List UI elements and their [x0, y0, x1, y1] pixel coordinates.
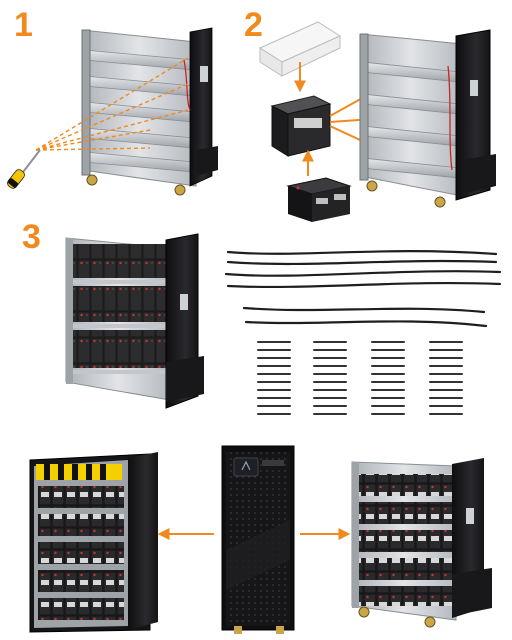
battery-pair-icon: [286, 177, 352, 222]
screw-guide-lines: [35, 57, 189, 151]
empty-battery-rack: [81, 27, 218, 196]
screwdriver-icon: [7, 149, 41, 189]
step-number-1: 1: [14, 6, 33, 44]
cable-icon: [224, 250, 502, 328]
ups-cabinet: [221, 445, 295, 634]
short-cable-set: [257, 341, 463, 415]
step-number-3: 3: [22, 218, 41, 256]
battery-icon: [270, 95, 332, 157]
loaded-battery-rack: [65, 233, 204, 409]
battery-tray-icon: [258, 21, 342, 77]
cabinet-side-view-right: [351, 458, 492, 628]
step-number-2: 2: [244, 6, 263, 44]
battery-rack-step2: [359, 29, 496, 208]
cabinet-front-view-left: [29, 452, 158, 633]
